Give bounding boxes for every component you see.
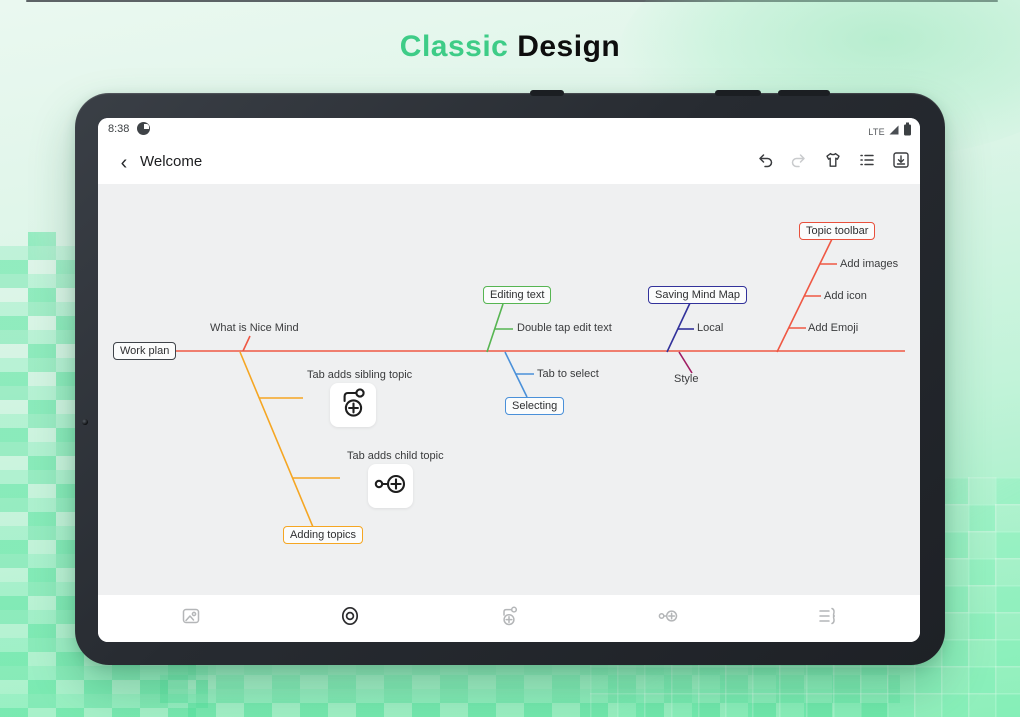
mindmap-canvas[interactable]: Work plan What is Nice Mind Editing text… — [98, 184, 920, 595]
top-edge-line — [26, 0, 998, 2]
add-child-glyph — [374, 472, 408, 501]
add-sibling-topic-button[interactable] — [496, 606, 522, 632]
export-button[interactable] — [888, 149, 914, 175]
tablet-button-1 — [530, 90, 564, 96]
sibling-glyph-card[interactable] — [330, 383, 376, 427]
add-sibling-icon — [498, 605, 520, 632]
node-add-emoji[interactable]: Add Emoji — [808, 322, 859, 334]
status-bar-left: 8:38 — [108, 122, 151, 135]
node-tab-adds-sibling[interactable]: Tab adds sibling topic — [307, 369, 413, 381]
app-bar: ‹ Welcome — [98, 142, 920, 184]
document-title: Welcome — [140, 153, 203, 170]
node-tab-adds-child[interactable]: Tab adds child topic — [347, 450, 444, 462]
add-sibling-glyph — [336, 387, 370, 424]
outline-view-button[interactable] — [814, 606, 840, 632]
tablet-button-3 — [778, 90, 830, 96]
add-child-icon — [657, 605, 679, 632]
node-adding-topics[interactable]: Adding topics — [283, 526, 364, 544]
what-is-tick — [242, 335, 251, 352]
notification-app-icon — [137, 122, 151, 135]
redo-button[interactable] — [786, 149, 812, 175]
download-icon — [891, 150, 911, 175]
node-add-images[interactable]: Add images — [840, 258, 899, 270]
node-editing-text[interactable]: Editing text — [483, 286, 552, 304]
node-tab-to-select[interactable]: Tab to select — [537, 368, 599, 380]
page-title-accent: Classic — [399, 30, 509, 63]
node-style[interactable]: Style — [674, 373, 699, 385]
mindmap-lines — [161, 238, 905, 528]
theme-button[interactable] — [820, 149, 846, 175]
node-add-icon[interactable]: Add icon — [824, 290, 867, 302]
status-bar: 8:38 LTE — [98, 118, 920, 142]
outline-list-button[interactable] — [854, 149, 880, 175]
theme-shirt-icon — [823, 150, 843, 175]
battery-icon — [903, 122, 912, 141]
bottom-toolbar — [98, 595, 920, 642]
center-target-icon — [339, 605, 361, 632]
editing-branch — [486, 303, 504, 353]
page-title-rest: Design — [508, 30, 621, 63]
node-selecting[interactable]: Selecting — [505, 397, 565, 415]
back-button[interactable]: ‹ — [110, 149, 138, 177]
style-tick — [678, 351, 693, 374]
tablet-button-2 — [715, 90, 761, 96]
app-bar-actions — [752, 149, 914, 175]
list-icon — [857, 150, 877, 175]
node-double-tap[interactable]: Double tap edit text — [517, 322, 612, 334]
tablet-camera-dot — [82, 419, 88, 425]
back-chevron-icon: ‹ — [120, 151, 128, 174]
outline-icon — [816, 605, 838, 632]
add-child-topic-button[interactable] — [655, 606, 681, 632]
node-local[interactable]: Local — [697, 322, 724, 334]
saving-branch — [666, 302, 691, 353]
clock: 8:38 — [108, 122, 130, 135]
page-title: Classic Design — [0, 30, 1020, 64]
app-screen: 8:38 LTE ‹ Welcome — [98, 118, 920, 642]
network-type-label: LTE — [868, 126, 885, 137]
node-what-is-nice-mind[interactable]: What is Nice Mind — [210, 322, 299, 334]
insert-image-button[interactable] — [178, 606, 204, 632]
node-topic-toolbar[interactable]: Topic toolbar — [799, 222, 876, 240]
tablet-frame: 8:38 LTE ‹ Welcome — [75, 90, 945, 665]
signal-icon — [888, 123, 900, 141]
image-icon — [180, 605, 202, 632]
redo-icon — [789, 150, 809, 175]
adding-topics-branch — [239, 351, 314, 528]
center-map-button[interactable] — [337, 606, 363, 632]
undo-button[interactable] — [752, 149, 778, 175]
undo-icon — [755, 150, 775, 175]
status-bar-right: LTE — [868, 122, 912, 141]
node-work-plan[interactable]: Work plan — [113, 342, 177, 360]
node-saving-mind-map[interactable]: Saving Mind Map — [648, 286, 747, 304]
child-glyph-card[interactable] — [368, 464, 413, 508]
